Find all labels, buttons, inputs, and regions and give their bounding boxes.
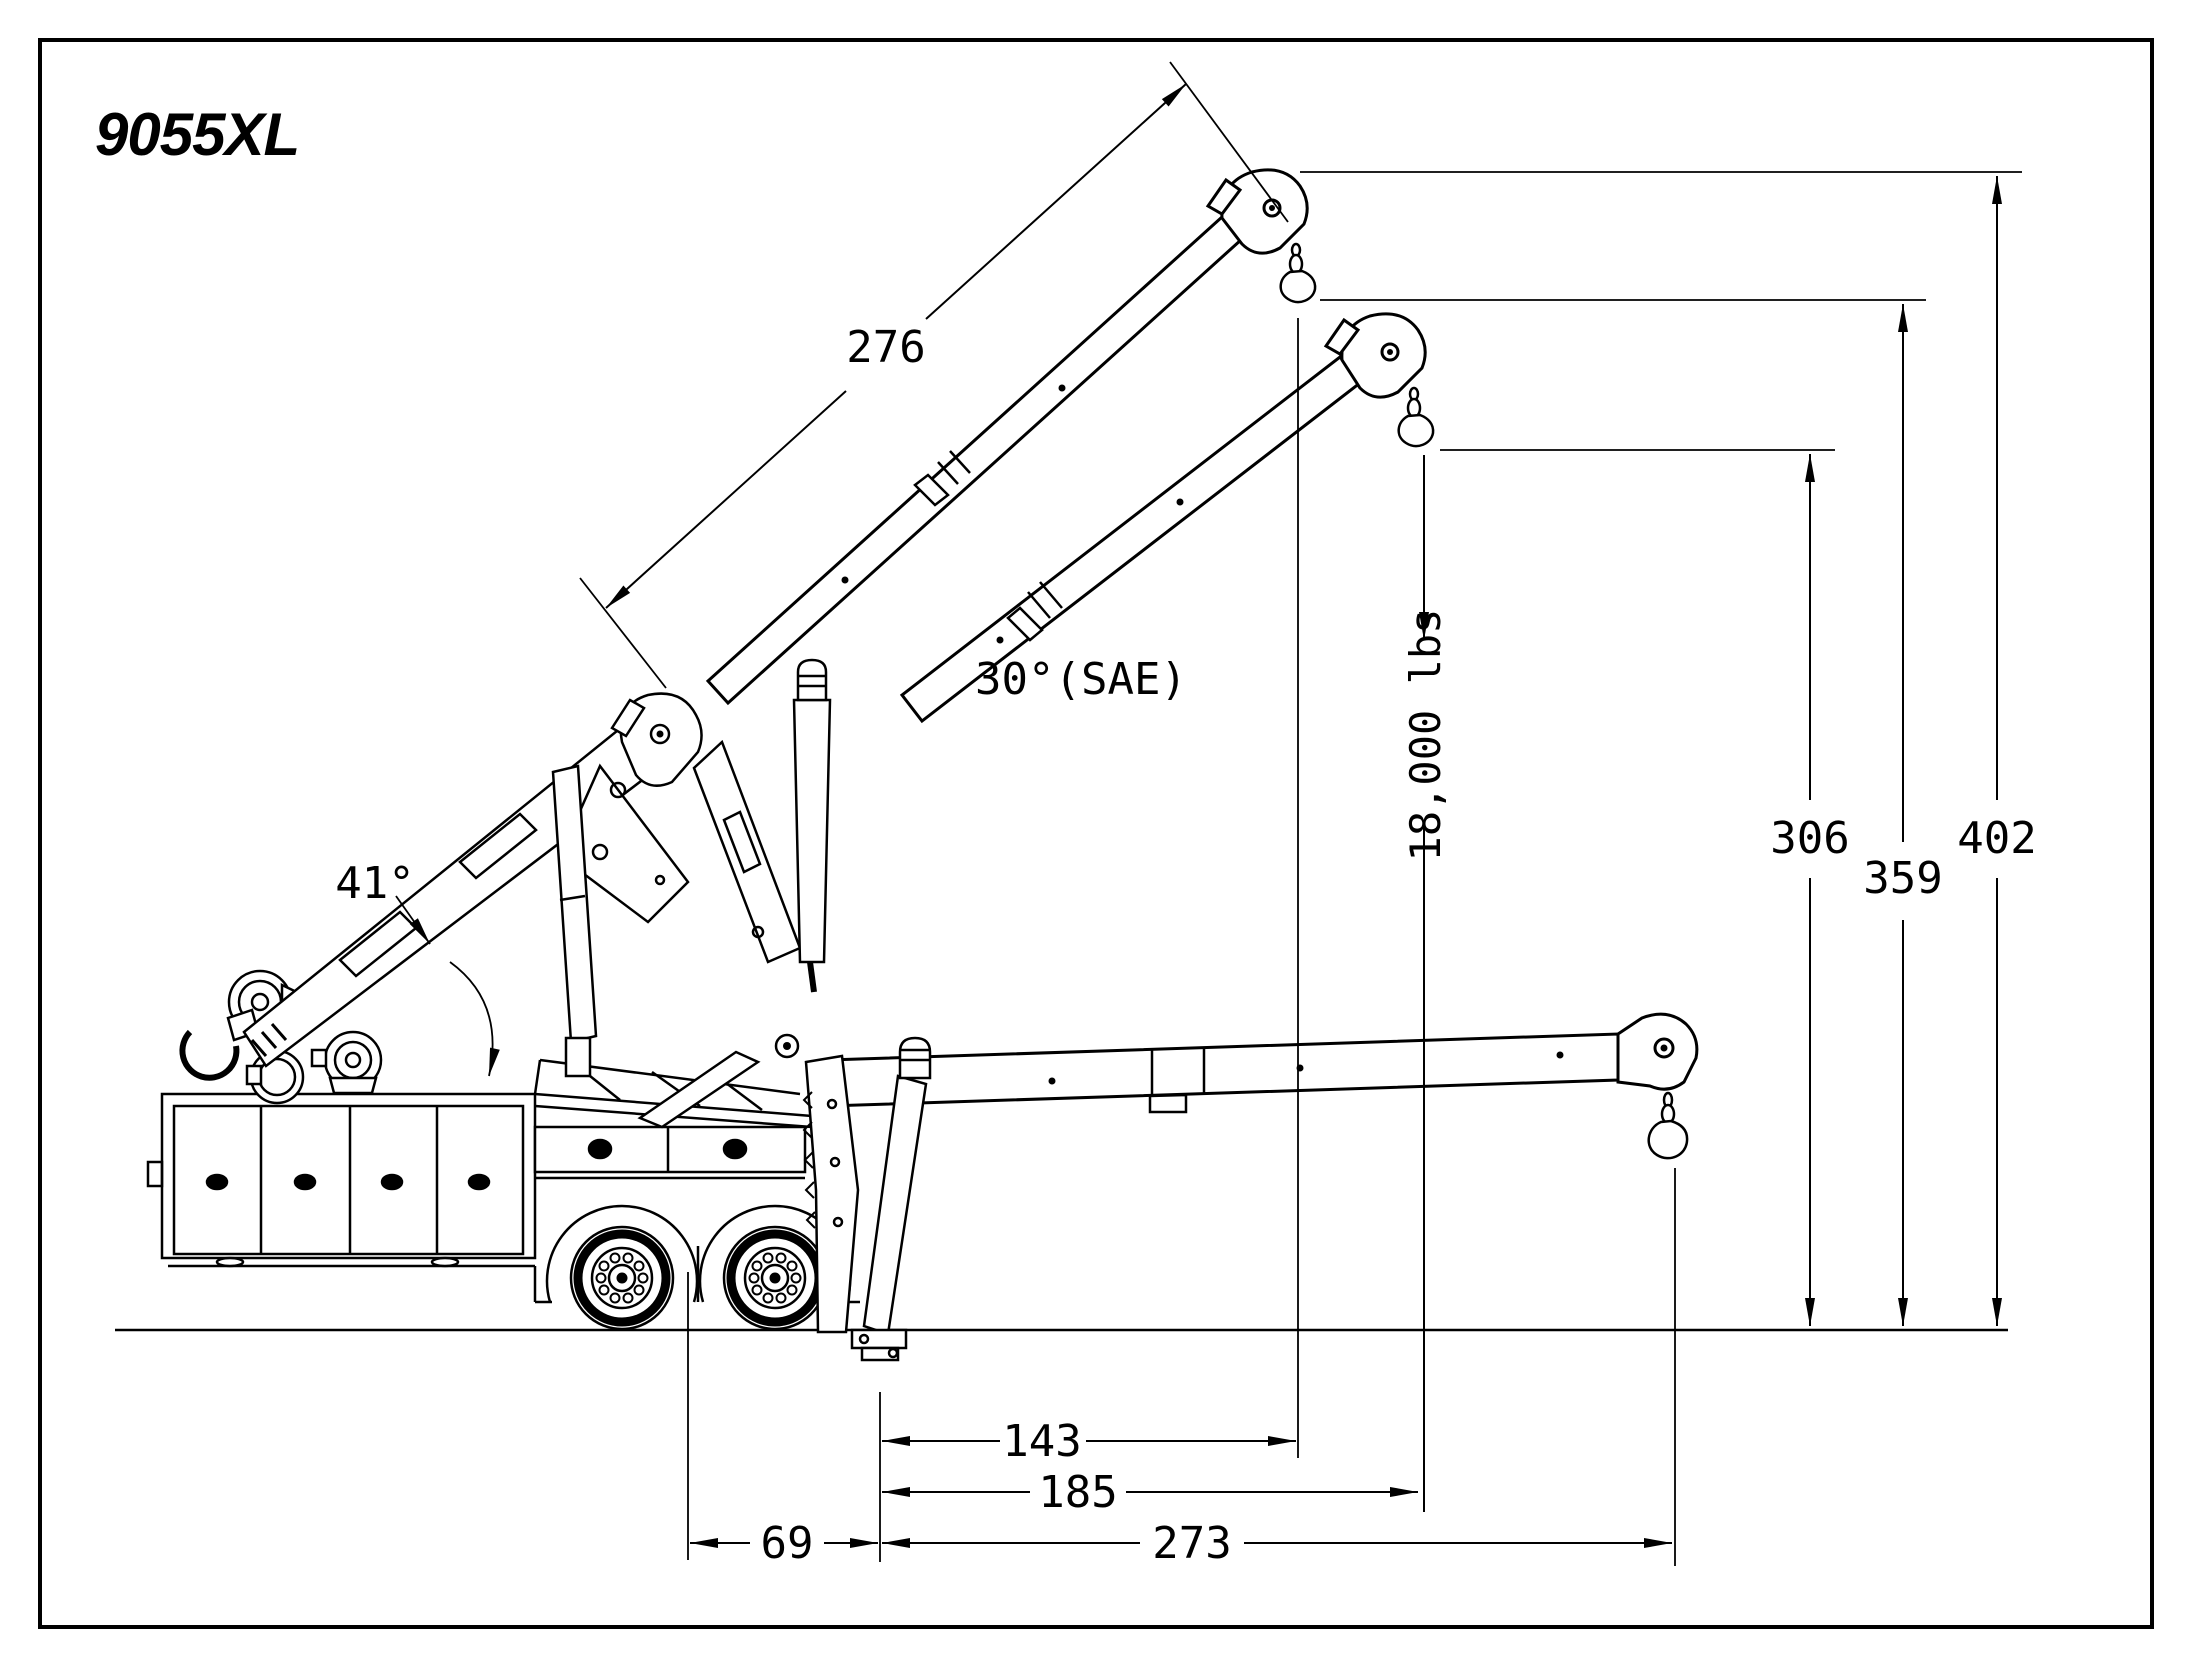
rear-mast-underlift — [774, 1033, 932, 1362]
dim-273-label: 273 — [1152, 1518, 1231, 1569]
dim-height-306 — [1440, 449, 1835, 1326]
angle-41-annotation — [395, 895, 500, 1077]
hook-horizontal — [1647, 1091, 1689, 1160]
dim-402-label: 402 — [1957, 813, 2036, 864]
wheel-front-of-tandem — [569, 1225, 675, 1331]
dim-height-359 — [1320, 299, 1926, 1326]
wheel-rear-of-tandem — [722, 1225, 828, 1331]
dim-185-label: 185 — [1038, 1467, 1117, 1518]
hook-max-raise — [1279, 242, 1317, 304]
hook-30deg — [1397, 386, 1435, 448]
model-title: 9055XL — [95, 101, 299, 168]
rear-wheels — [569, 1225, 828, 1331]
winch-drums — [179, 969, 383, 1105]
angle-41-label: 41° — [335, 858, 414, 909]
capacity-label: 18,000 lbs — [1401, 609, 1450, 862]
boom-max-raise-position — [705, 168, 1317, 706]
dim-359-label: 359 — [1863, 853, 1942, 904]
boom-30deg-position — [899, 312, 1435, 724]
truck-body — [146, 1050, 860, 1304]
dim-143-label: 143 — [1002, 1416, 1081, 1467]
boom-stowed-assembly — [179, 658, 832, 1105]
dim-276-label: 276 — [846, 322, 925, 373]
luffing-cylinder — [551, 764, 598, 1044]
dim-height-402 — [1300, 171, 2022, 1326]
drawing-border — [38, 38, 2154, 1629]
dim-306-label: 306 — [1770, 813, 1849, 864]
mast-cylinder — [792, 698, 832, 964]
boom-horizontal-position — [826, 1012, 1699, 1160]
angle-30-sae-label: 30°(SAE) — [975, 654, 1187, 705]
dim-69-label: 69 — [761, 1518, 814, 1569]
dim-boom-length — [579, 61, 1289, 689]
dimension-lines — [395, 61, 2022, 1566]
